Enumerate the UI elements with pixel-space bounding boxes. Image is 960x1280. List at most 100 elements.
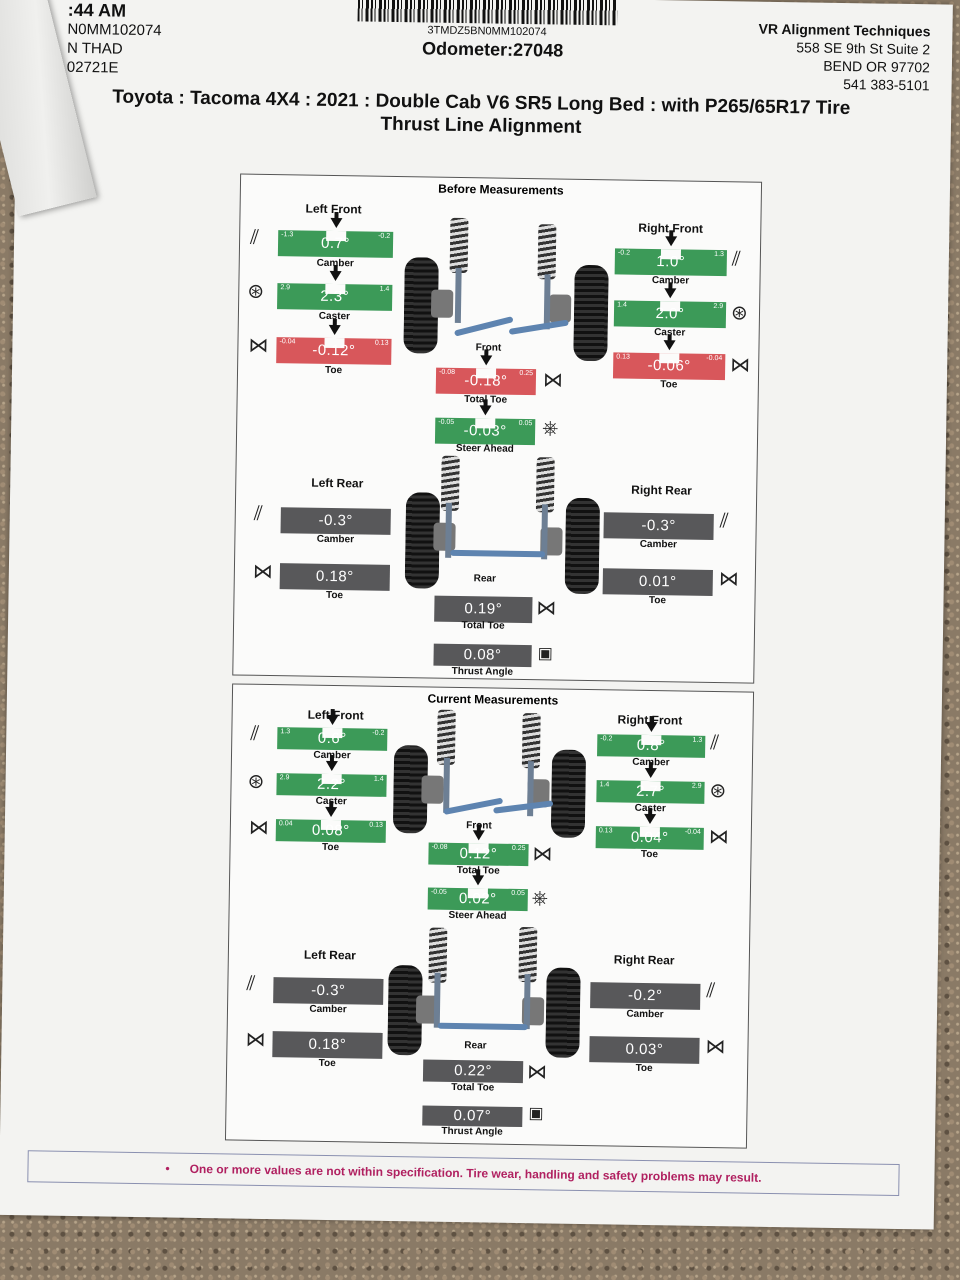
alignment-printout: :44 AM N0MM102074 N THAD 02721E 3TMDZ5BN… [0,0,953,1230]
rf-caster-gauge: 1.4 2.9 2.0° [613,288,727,329]
steer-ahead-value: 0.02° [458,890,497,908]
lr-toe-value: 0.18° [315,567,354,586]
front-label: Front [475,342,502,354]
barcode-image [357,0,618,26]
work-order-code: 02721E [66,58,119,77]
camber-icon: ⫽ [246,972,256,995]
shop-name: VR Alignment Techniques [758,20,931,40]
rr-toe-value: 0.01° [638,572,677,591]
rear-label: Rear [473,573,497,585]
arrow-down-icon [472,830,485,841]
caster-icon: ⊛ [247,280,265,303]
vin-number: 3TMDZ5BN0MM102074 [427,24,547,39]
rear-total-toe-value: 0.22° [454,1061,493,1080]
steer-ahead-gauge: -0.05 0.05 -0.03° [434,405,536,446]
arrow-down-icon [325,806,338,818]
lr-camber-value: -0.3° [311,981,346,1000]
steer-ahead-gauge: -0.05 0.05 0.02° [427,875,528,912]
lr-camber-gauge: -0.3° [280,507,391,535]
warning-bullet: • [165,1161,170,1176]
camber-icon: ⫽ [710,731,720,755]
arrow-down-icon [643,813,657,825]
toe-icon: ⋈ [252,560,274,584]
caster-icon: ⊛ [247,770,265,793]
lf-caster-gauge: 2.9 1.4 2.3° [277,270,393,311]
right-rear-label: Right Rear [631,482,693,498]
rr-camber-value: -0.2° [627,986,663,1005]
steer-ahead-value: -0.03° [463,422,507,440]
lf-camber-value: 0.6° [317,729,347,748]
arrow-down-icon [645,721,658,733]
front-total-toe-gauge: -0.08 0.25 -0.18° [435,355,537,396]
right-rear-label: Right Rear [613,952,675,968]
arrow-down-icon [664,288,677,299]
arrow-down-icon [480,355,493,366]
caster-icon: ⊛ [730,302,748,325]
lr-toe-gauge: 0.18° [272,1031,383,1059]
vin-partial: N0MM102074 [67,20,162,40]
arrow-down-icon [644,767,657,779]
toe-icon: ⋈ [245,1028,266,1052]
toe-icon: ⋈ [705,1035,726,1059]
arrow-down-icon [479,405,492,416]
lr-camber-gauge: -0.3° [273,977,384,1005]
rf-camber-gauge: -0.2 1.3 1.0° [614,236,728,277]
rf-toe-value: 0.04° [630,828,669,847]
warning-text: One or more values are not within specif… [189,1161,762,1185]
rf-toe-gauge: 0.13 -0.04 -0.06° [612,340,726,381]
camber-icon: ⫽ [253,502,263,525]
total-toe-icon: ⋈ [536,597,557,620]
lf-toe-gauge: -0.04 0.13 -0.12° [276,324,392,365]
lf-toe-value: -0.12° [312,341,356,360]
caster-icon: ⊛ [709,779,727,803]
thrust-angle-value: 0.07° [453,1106,492,1125]
total-toe-icon: ⋈ [532,843,553,866]
current-measurements-panel: Current Measurements Left Front ⫽ 1.3 -0… [224,683,755,1149]
car-icon: ▣ [537,645,553,663]
toe-icon: ⋈ [708,825,729,849]
before-measurements-panel: Before Measurements Left Front ⫽ -1.3 -0… [232,173,763,684]
lf-camber-gauge: 1.3 -0.2 0.6° [277,714,388,751]
left-rear-label: Left Rear [311,475,364,491]
header-left-block: :44 AM N0MM102074 N THAD 02721E [66,0,162,78]
camber-icon: ⫽ [706,979,716,1003]
toe-icon: ⋈ [730,354,751,377]
rr-toe-gauge: 0.01° [602,568,713,596]
camber-icon: ⫽ [719,510,729,533]
panel-title: Before Measurements [438,181,564,198]
arrow-down-icon [326,714,339,726]
lr-toe-value: 0.18° [308,1035,347,1054]
lf-toe-gauge: 0.04 0.13 0.08° [275,806,386,843]
thrust-angle-value: 0.08° [463,646,502,664]
lf-caster-gauge: 2.9 1.4 2.2° [276,760,387,797]
lr-camber-value: -0.3° [318,511,354,530]
rr-camber-value: -0.3° [641,516,676,535]
lf-caster-value: 2.2° [316,775,347,794]
lf-toe-value: 0.08° [311,821,350,840]
thrust-angle-gauge: 0.07° [422,1105,523,1128]
print-time: :44 AM [67,0,127,21]
thrust-angle-gauge: 0.08° [433,643,532,668]
left-rear-label: Left Rear [303,947,357,963]
arrow-down-icon [328,324,341,336]
shop-phone: 541 383-5101 [843,75,930,94]
odometer: Odometer:27048 [421,38,564,61]
front-total-toe-value: 0.12° [459,845,498,863]
rear-total-toe-gauge: 0.22° [422,1059,524,1084]
arrow-down-icon [663,340,676,351]
rf-toe-gauge: 0.13 -0.04 0.04° [595,813,704,850]
lf-caster-value: 2.3° [320,287,350,306]
car-icon: ▣ [528,1105,544,1123]
arrow-down-icon [471,875,485,886]
arrow-down-icon [328,270,342,282]
rf-caster-value: 2.0° [655,305,685,323]
lf-camber-value: 0.7° [320,234,351,253]
lr-toe-gauge: 0.18° [279,563,391,591]
rr-toe-gauge: 0.03° [589,1036,700,1064]
shop-info: VR Alignment Techniques 558 SE 9th St Su… [758,20,931,95]
rear-label: Rear [464,1040,487,1052]
rr-camber-gauge: -0.2° [590,982,701,1010]
rf-caster-gauge: 1.4 2.9 2.7° [596,767,705,804]
report-title: Toyota : Tacoma 4X4 : 2021 : Double Cab … [76,85,887,144]
total-toe-icon: ⋈ [542,369,564,392]
